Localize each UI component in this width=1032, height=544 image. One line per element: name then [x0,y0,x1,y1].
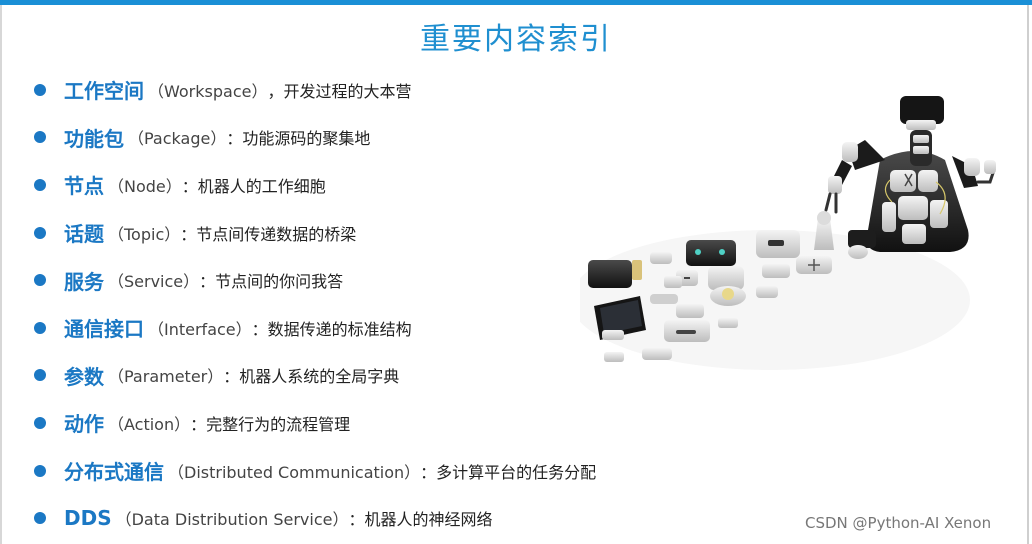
item-description: ：数据传递的标准结构 [251,319,412,339]
item-term: 参数 [64,364,104,389]
watermark-text: CSDN @Python-AI Xenon [805,514,992,532]
item-english: （Package） [128,129,227,149]
list-item: 动作 （Action） ：完整行为的流程管理 [34,399,674,447]
list-item: 分布式通信 （Distributed Communication） ：多计算平台… [34,447,674,495]
item-term: DDS [64,506,112,531]
item-english: （Topic） [108,224,181,244]
top-accent-bar [0,0,1032,5]
bullet-icon [34,512,46,525]
item-description: ：完整行为的流程管理 [190,414,351,434]
item-term: 服务 [64,269,104,294]
list-item: DDS （Data Distribution Service） ：机器人的神经网… [34,494,674,542]
item-term: 动作 [64,412,104,437]
slide-title: 重要内容索引 [420,22,612,57]
item-english: （Action） [108,414,191,434]
bullet-icon [34,369,46,382]
list-item: 参数 （Parameter） ：机器人系统的全局字典 [34,352,674,400]
bullet-icon [34,321,46,334]
bullet-icon [34,131,46,144]
item-english: （Distributed Communication） [168,462,421,482]
content-index-list: 工作空间 （Workspace） ，开发过程的大本营 功能包 （Package）… [34,66,674,542]
item-term: 功能包 [64,126,124,151]
bullet-icon [34,178,46,191]
item-description: ：功能源码的聚集地 [226,129,371,149]
slide-left-border [0,5,2,544]
item-english: （Parameter） [108,367,224,387]
robot-kit-illustration [580,96,996,370]
item-term: 分布式通信 [64,460,164,485]
item-term: 通信接口 [64,317,144,342]
item-english: （Data Distribution Service） [115,510,349,530]
bullet-icon [34,83,46,96]
item-description: ：机器人的工作细胞 [181,176,326,196]
slide-right-border [1027,5,1029,544]
item-english: （Workspace） [148,81,268,101]
list-item: 话题 （Topic） ：节点间传递数据的桥梁 [34,209,674,257]
list-item: 通信接口 （Interface） ：数据传递的标准结构 [34,304,674,352]
item-english: （Service） [108,272,200,292]
bullet-icon [34,464,46,477]
item-description: ：节点间的你问我答 [199,272,344,292]
bullet-icon [34,416,46,429]
item-english: （Node） [108,176,182,196]
item-term: 话题 [64,222,104,247]
item-description: ，开发过程的大本营 [267,81,412,101]
item-term: 节点 [64,174,104,199]
item-description: ：节点间传递数据的桥梁 [180,224,357,244]
item-description: ：机器人系统的全局字典 [223,367,400,387]
item-description: ：多计算平台的任务分配 [420,462,597,482]
item-english: （Interface） [148,319,252,339]
bullet-icon [34,226,46,239]
item-term: 工作空间 [64,79,144,104]
list-item: 功能包 （Package） ：功能源码的聚集地 [34,114,674,162]
list-item: 节点 （Node） ：机器人的工作细胞 [34,161,674,209]
item-description: ：机器人的神经网络 [348,510,493,530]
list-item: 服务 （Service） ：节点间的你问我答 [34,256,674,304]
list-item: 工作空间 （Workspace） ，开发过程的大本营 [34,66,674,114]
bullet-icon [34,274,46,287]
